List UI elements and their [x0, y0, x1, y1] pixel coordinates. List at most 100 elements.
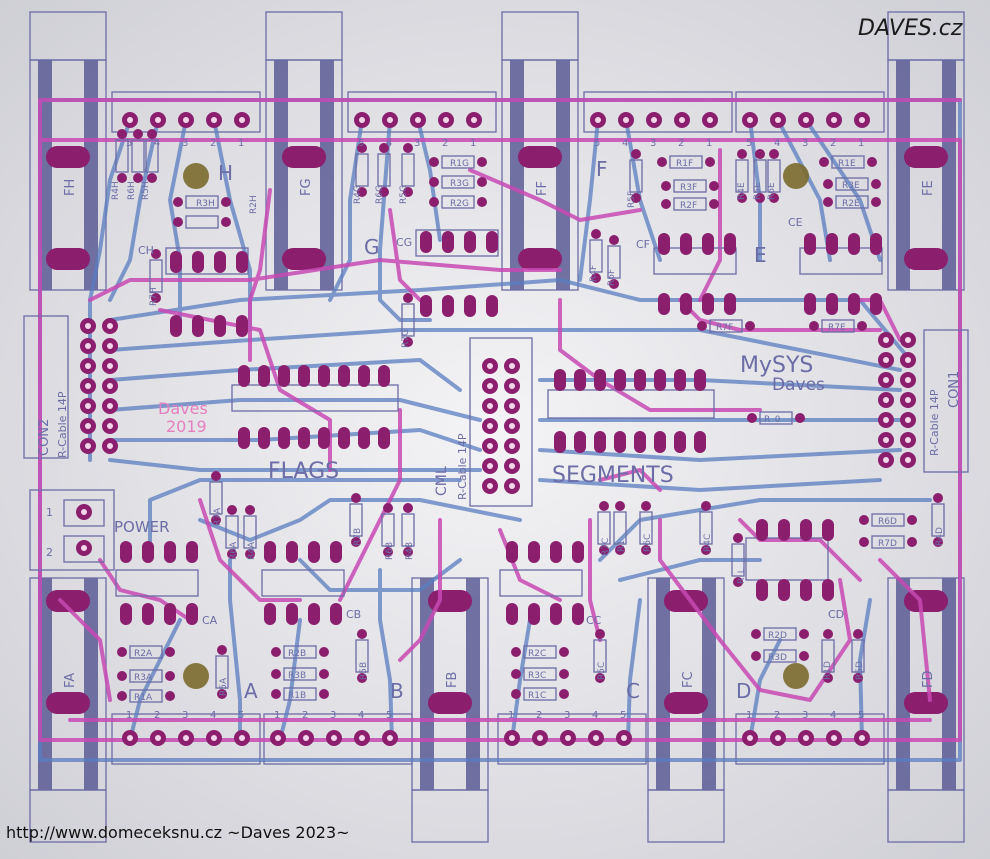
terminal-number: 3	[650, 138, 656, 149]
resistor	[851, 629, 865, 683]
header-pin	[504, 378, 520, 394]
chip-label-ce: CE	[788, 216, 803, 229]
pink-daves-label: Daves	[158, 399, 208, 418]
resistor-label: R2F	[680, 201, 697, 211]
ic-pin	[186, 541, 198, 563]
header-pin	[80, 338, 96, 354]
ic-pin	[702, 293, 714, 315]
terminal-number: 4	[386, 138, 392, 149]
ic-pin	[654, 369, 666, 391]
resistor	[149, 249, 163, 303]
chip-label-ca: CA	[202, 614, 218, 627]
power-pad	[76, 504, 92, 520]
terminal-pad	[354, 112, 370, 128]
terminal-number: 5	[746, 138, 752, 149]
header-pin	[900, 432, 916, 448]
header-pin	[482, 378, 498, 394]
ic-pin	[506, 603, 518, 625]
ic-pin	[258, 365, 270, 387]
resistor	[349, 493, 363, 547]
terminal-number: 2	[442, 138, 448, 149]
resistor	[699, 501, 713, 555]
header-pin	[80, 438, 96, 454]
resistor-label: R4F	[589, 265, 599, 282]
resistor-label: R3D	[768, 653, 787, 663]
terminal-pad	[590, 112, 606, 128]
resistor	[381, 503, 395, 557]
header-pin	[102, 358, 118, 374]
ic-pin	[800, 579, 812, 601]
resistor-label: R1B	[288, 691, 306, 701]
ic-pin	[778, 519, 790, 541]
resistor	[613, 501, 627, 555]
header-pin	[80, 418, 96, 434]
header-pin	[900, 352, 916, 368]
daves-label: Daves	[772, 375, 825, 395]
ic-pin	[594, 369, 606, 391]
header-pin	[900, 392, 916, 408]
ic-pin	[120, 541, 132, 563]
resistor-label: R7E	[828, 323, 846, 333]
terminal-pad	[798, 112, 814, 128]
terminal-pad	[122, 112, 138, 128]
resistor-label: R3B	[288, 671, 306, 681]
segment-label-g: G	[364, 235, 380, 259]
resistor	[751, 627, 809, 641]
resistor-label: R7A	[213, 507, 223, 526]
resistor-label: R5E	[753, 182, 763, 200]
header-pin	[482, 438, 498, 454]
connector-label-fe: FE	[921, 180, 936, 196]
resistor-label: R5B	[359, 662, 369, 680]
terminal-pad	[826, 112, 842, 128]
segment-label-a: A	[244, 679, 258, 703]
ic-pin	[238, 427, 250, 449]
terminal-number: 4	[210, 710, 216, 721]
resistor	[243, 505, 257, 559]
resistor	[215, 645, 229, 699]
header-pin	[878, 412, 894, 428]
terminal-pad	[150, 730, 166, 746]
terminal-number: 5	[594, 138, 600, 149]
ic-pin	[528, 603, 540, 625]
terminal-number: 1	[858, 138, 864, 149]
ic-pin	[528, 541, 540, 563]
silkscreen-labels: FH FG FF FE FA FB FC FD H G F E A B C D …	[37, 157, 962, 703]
ic-pin	[826, 293, 838, 315]
terminal-number: 2	[774, 710, 780, 721]
ic-pin	[214, 251, 226, 273]
terminal-pad	[616, 730, 632, 746]
terminal-number: 2	[830, 138, 836, 149]
resistor	[511, 687, 569, 701]
ic-pin	[778, 579, 790, 601]
chip-label-cg: CG	[396, 236, 412, 249]
resistor	[731, 533, 745, 587]
header-pin	[482, 478, 498, 494]
resistor-label: R4H	[111, 181, 121, 200]
resistor-label: R3H	[196, 199, 215, 209]
resistor-label: R6C	[643, 534, 653, 552]
terminal-pad	[702, 112, 718, 128]
resistor-label: R7C	[601, 538, 611, 556]
terminal-pad	[854, 730, 870, 746]
resistor-footprints	[115, 129, 945, 703]
ic-pin	[464, 295, 476, 317]
rcable-mid-label: R-Cable 14P	[456, 433, 469, 500]
ic-pin	[572, 603, 584, 625]
resistor-label: R7H	[149, 287, 159, 306]
resistor-label: R1F	[676, 159, 693, 169]
resistor	[753, 149, 767, 203]
terminal-number: 5	[386, 710, 392, 721]
header-pin	[878, 432, 894, 448]
ic-pin	[358, 427, 370, 449]
terminal-pad	[234, 730, 250, 746]
ic-pin	[870, 293, 882, 315]
chip-label-cf: CF	[636, 238, 650, 251]
terminal-pad	[298, 730, 314, 746]
ic-pin	[120, 603, 132, 625]
power-pad	[76, 540, 92, 556]
ic-pin	[822, 579, 834, 601]
terminal-number: 1	[274, 710, 280, 721]
resistor	[355, 629, 369, 683]
terminal-pad	[826, 730, 842, 746]
resistor-label: R_0	[764, 415, 781, 425]
